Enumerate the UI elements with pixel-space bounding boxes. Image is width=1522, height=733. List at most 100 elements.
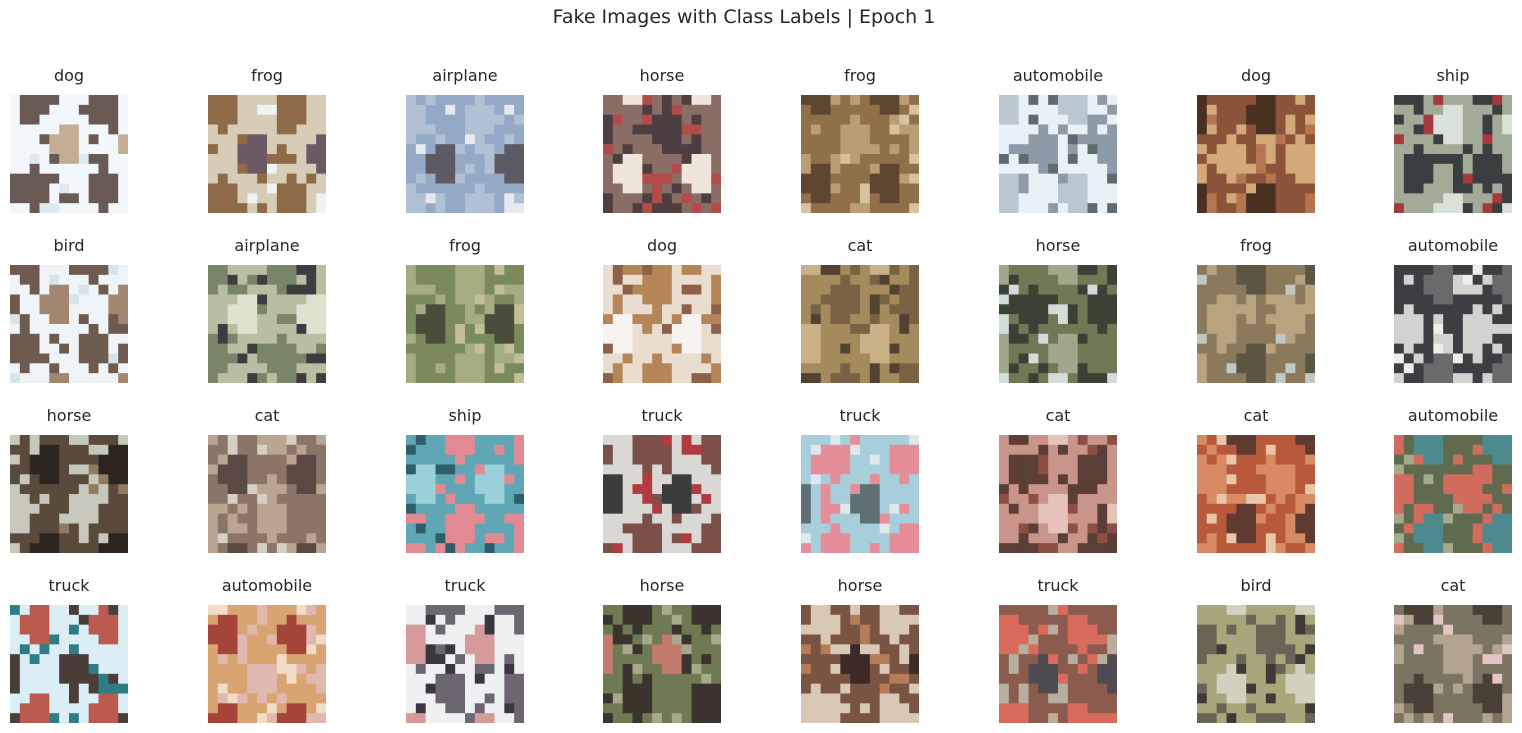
pixel [701, 163, 712, 175]
pixel [296, 494, 307, 505]
pixel [820, 203, 832, 213]
pixel-art-image [1394, 605, 1512, 723]
pixel [1028, 265, 1039, 276]
pixel [1433, 95, 1444, 106]
pixel [840, 523, 851, 534]
pixel [276, 134, 288, 145]
pixel [1197, 513, 1208, 525]
pixel [1285, 363, 1296, 374]
pixel [1067, 154, 1079, 165]
pixel [701, 513, 712, 525]
pixel [208, 494, 219, 505]
pixel [622, 494, 634, 505]
pixel [29, 444, 41, 456]
pixel [267, 543, 278, 553]
pixel [1067, 124, 1079, 135]
pixel [711, 373, 721, 383]
pixel [1433, 444, 1444, 456]
pixel [801, 154, 812, 165]
pixel-art-image [999, 605, 1117, 723]
pixel [1087, 124, 1098, 135]
pixel [889, 124, 900, 135]
pixel [286, 484, 298, 495]
pixel [1403, 114, 1415, 126]
pixel [603, 203, 614, 213]
pixel [435, 353, 446, 364]
generated-image [801, 605, 919, 723]
pixel [276, 294, 288, 305]
pixel [494, 454, 505, 466]
pixel [474, 333, 486, 345]
pixel [455, 333, 466, 345]
pixel [1236, 154, 1247, 165]
pixel [1285, 543, 1296, 553]
pixel [1048, 654, 1059, 665]
pixel [850, 373, 861, 383]
pixel [1197, 274, 1208, 286]
pixel [1216, 454, 1228, 466]
pixel [840, 154, 851, 165]
pixel [69, 274, 80, 286]
pixel [88, 713, 100, 723]
pixel [484, 703, 496, 714]
pixel [435, 503, 446, 515]
pixel [118, 353, 128, 364]
pixel [820, 634, 832, 645]
pixel [415, 373, 427, 383]
pixel [1107, 274, 1117, 286]
pixel [671, 464, 683, 475]
pixel [19, 154, 31, 165]
pixel-art-image [1197, 265, 1315, 383]
pixel [1482, 134, 1493, 145]
generated-image [10, 605, 128, 723]
pixel [1403, 284, 1415, 296]
pixel [860, 494, 871, 505]
pixel [1413, 614, 1425, 626]
pixel [98, 124, 109, 135]
pixel [869, 95, 881, 106]
pixel [1502, 104, 1512, 116]
pixel [830, 474, 841, 485]
pixel [830, 634, 841, 645]
pixel [1206, 454, 1218, 466]
pixel [276, 664, 288, 675]
pixel [1097, 154, 1108, 165]
pixel [603, 353, 614, 364]
pixel [671, 154, 683, 165]
pixel [504, 664, 515, 675]
pixel [1097, 373, 1108, 383]
pixel [257, 163, 268, 175]
pixel [1453, 484, 1464, 495]
pixel [1206, 95, 1218, 106]
pixel [69, 644, 80, 655]
pixel [88, 474, 100, 485]
pixel [1077, 693, 1089, 704]
pixel [276, 454, 288, 466]
pixel [850, 154, 861, 165]
pixel [247, 503, 258, 515]
pixel [1077, 193, 1089, 204]
pixel [69, 294, 80, 305]
pixel [257, 543, 268, 553]
pixel [118, 454, 128, 466]
pixel [435, 693, 446, 704]
pixel [415, 274, 427, 286]
pixel [1008, 124, 1020, 135]
pixel [474, 324, 486, 335]
pixel [1305, 484, 1315, 495]
pixel [425, 703, 437, 714]
pixel [465, 614, 476, 626]
pixel [435, 144, 446, 155]
pixel [840, 484, 851, 495]
pixel [208, 333, 219, 345]
pixel [237, 294, 248, 305]
pixel [19, 353, 31, 364]
pixel [267, 654, 278, 665]
pixel [1067, 314, 1079, 325]
pixel [237, 484, 248, 495]
pixel [1008, 464, 1020, 475]
pixel [632, 304, 643, 315]
pixel [88, 154, 100, 165]
pixel [59, 193, 70, 204]
pixel [642, 144, 653, 155]
